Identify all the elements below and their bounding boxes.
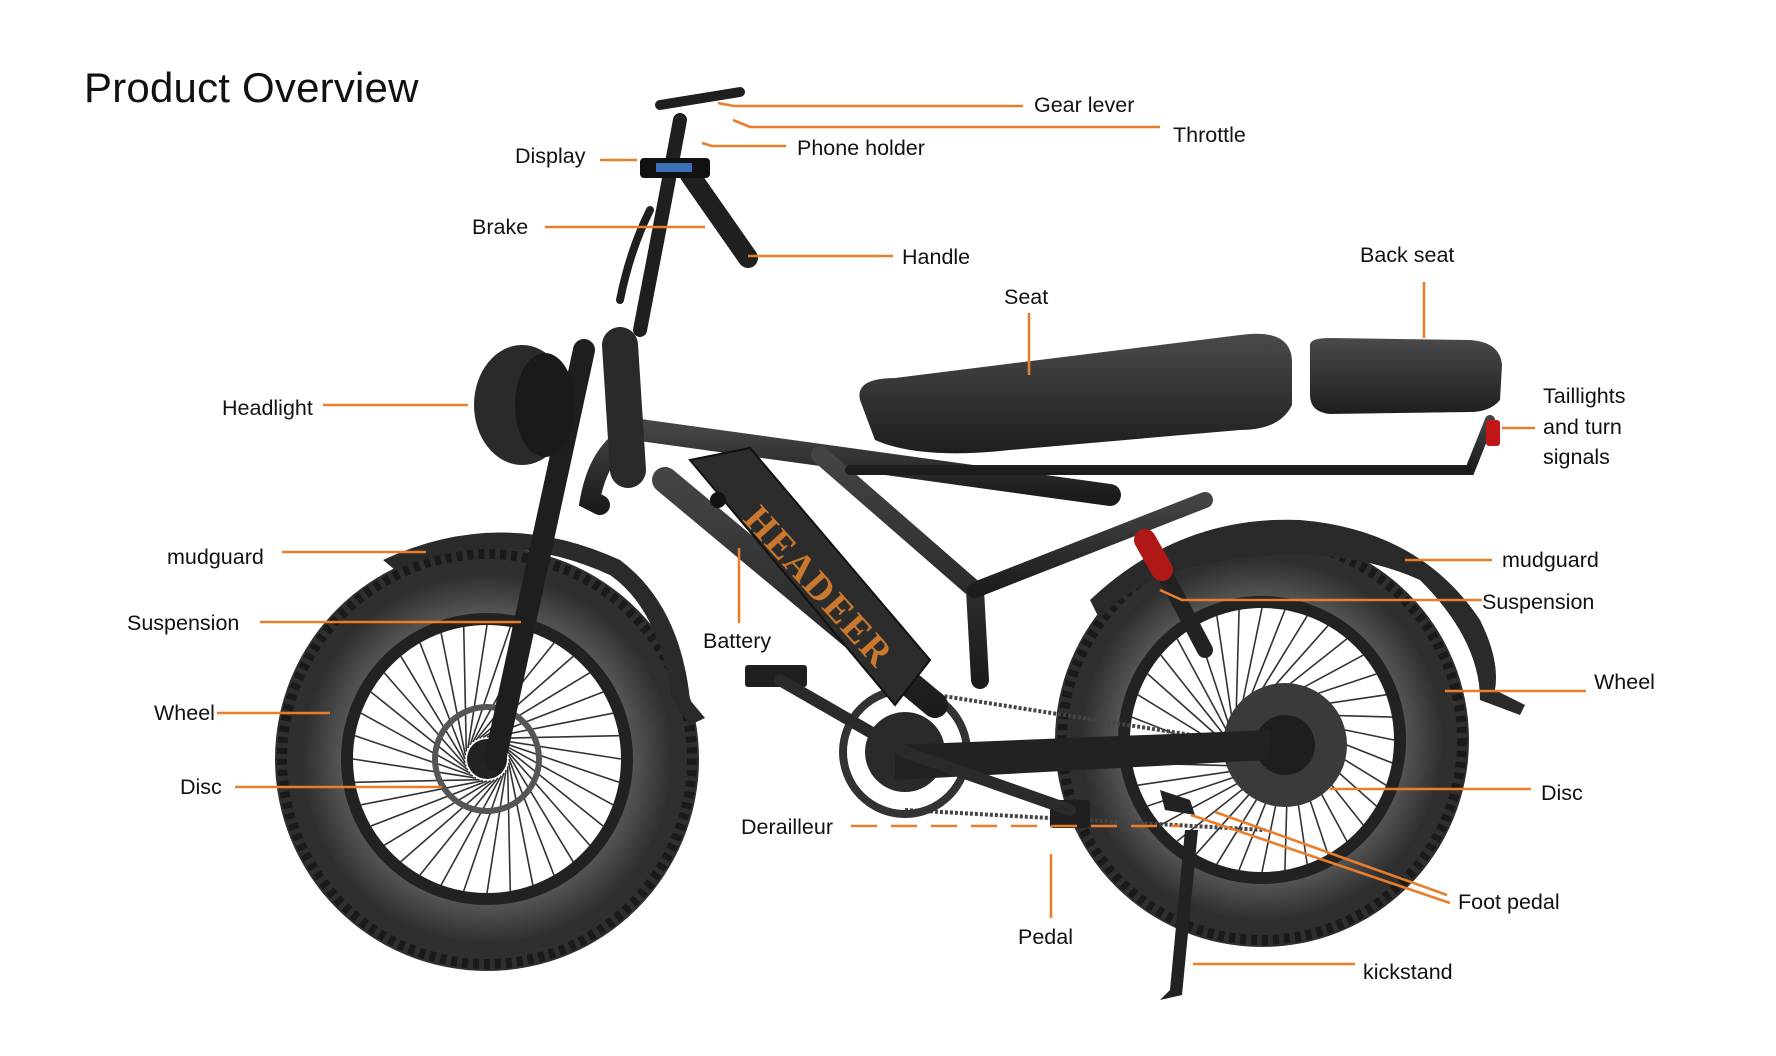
spoke	[355, 778, 480, 784]
handlebar	[616, 87, 758, 337]
leader-foot-pedal	[1190, 813, 1451, 905]
spoke	[383, 779, 492, 846]
spoke	[507, 750, 591, 846]
spoke	[462, 627, 468, 752]
spoke	[486, 769, 507, 894]
label-kickstand: kickstand	[1363, 960, 1453, 984]
label-brake: Brake	[472, 215, 529, 239]
label-disc-front: Disc	[180, 775, 222, 799]
swingarm	[895, 730, 1270, 780]
spoke	[400, 779, 496, 863]
spoke	[507, 754, 574, 863]
spoke	[1176, 638, 1236, 746]
spoke	[400, 655, 467, 764]
label-throttle: Throttle	[1173, 123, 1246, 147]
leader-gear-lever	[717, 101, 1023, 108]
spoke	[505, 747, 604, 827]
taillight-shape	[1486, 420, 1500, 446]
kickstand-shape	[1160, 830, 1198, 1000]
label-phone-holder: Phone holder	[797, 136, 925, 160]
page-title: Product Overview	[84, 64, 419, 111]
label-headlight: Headlight	[222, 396, 313, 420]
spoke	[497, 739, 622, 760]
label-taillights: Taillights and turn signals	[1543, 384, 1626, 470]
rear-mudguard-shape	[1090, 519, 1525, 715]
spoke	[507, 762, 534, 886]
spoke	[360, 779, 484, 806]
label-seat: Seat	[1004, 285, 1049, 309]
label-handle: Handle	[902, 245, 971, 269]
foot-peg	[1160, 790, 1195, 815]
label-back-seat: Back seat	[1360, 243, 1455, 267]
back-seat-shape	[1310, 338, 1502, 414]
front-mudguard-shape	[383, 532, 705, 725]
leader-foot-pedal-2	[1214, 810, 1448, 897]
label-gear-lever: Gear lever	[1034, 93, 1135, 117]
spoke	[506, 766, 512, 891]
label-wheel-rear: Wheel	[1594, 670, 1655, 694]
spoke	[419, 642, 466, 760]
spoke	[494, 734, 619, 740]
label-battery: Battery	[703, 629, 772, 653]
label-suspension-front: Suspension	[127, 611, 240, 635]
spoke	[440, 632, 467, 756]
spoke	[360, 712, 471, 774]
label-mudguard-rear: mudguard	[1502, 548, 1599, 572]
spoke	[440, 775, 502, 886]
label-disc-rear: Disc	[1541, 781, 1583, 805]
seat-shape	[859, 333, 1292, 454]
spoke	[370, 691, 469, 771]
label-display: Display	[515, 144, 586, 168]
spoke	[383, 672, 467, 768]
label-suspension-rear: Suspension	[1482, 590, 1595, 614]
spoke	[419, 777, 499, 876]
spoke	[354, 734, 474, 777]
headlight-shape	[474, 345, 575, 465]
spoke	[503, 744, 614, 806]
rear-shock	[1134, 529, 1213, 658]
label-wheel-front: Wheel	[154, 701, 215, 725]
front-spokes	[352, 624, 622, 894]
leader-phone-holder	[701, 141, 786, 148]
leader-throttle	[732, 118, 1160, 129]
label-derailleur: Derailleur	[741, 815, 834, 839]
label-mudguard-front: mudguard	[167, 545, 264, 569]
spoke	[469, 626, 512, 746]
spoke	[352, 758, 477, 779]
label-pedal: Pedal	[1018, 925, 1073, 949]
leader-suspension-rear	[1159, 588, 1482, 602]
label-foot-pedal: Foot pedal	[1458, 890, 1560, 914]
spoke	[462, 772, 505, 892]
spoke	[508, 758, 555, 876]
spoke	[467, 624, 488, 749]
spoke	[500, 741, 620, 784]
spoke	[370, 780, 488, 827]
